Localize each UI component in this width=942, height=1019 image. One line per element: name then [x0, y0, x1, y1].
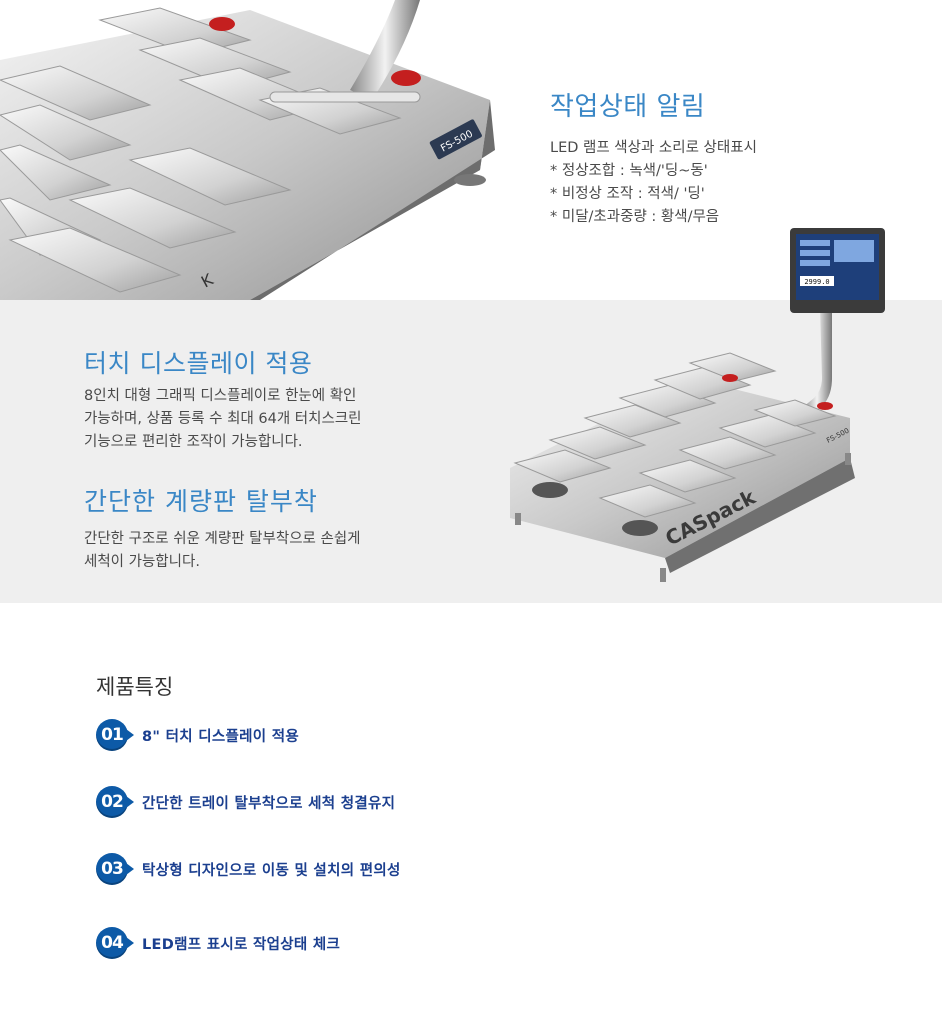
- feature-label: LED램프 표시로 작업상태 체크: [142, 936, 341, 953]
- led-desc-line: * 미달/초과중량 : 황색/무음: [550, 209, 720, 225]
- number-badge-icon: 02: [96, 786, 134, 818]
- number-badge-icon: 03: [96, 853, 134, 885]
- feature-label: 탁상형 디자인으로 이동 및 설치의 편의성: [142, 862, 401, 879]
- tray-desc-line: 세척이 가능합니다.: [84, 554, 200, 570]
- led-section-description: LED 램프 색상과 소리로 상태표시 * 정상조합 : 녹색/'딩~동' * …: [550, 137, 880, 229]
- number-badge-icon: 01: [96, 719, 134, 751]
- feature-item: 03 탁상형 디자인으로 이동 및 설치의 편의성: [96, 853, 401, 885]
- multihead-scale-closeup-image: FS-500 K: [0, 0, 495, 300]
- tray-desc-line: 간단한 구조로 쉬운 계량판 탈부착으로 손쉽게: [84, 531, 361, 547]
- touch-section-title: 터치 디스플레이 적용: [84, 349, 313, 378]
- multihead-scale-product-image: 2999.0 CASpack FS-500: [510, 228, 885, 582]
- led-section-title: 작업상태 알림: [550, 92, 706, 122]
- features-title: 제품특징: [96, 675, 174, 699]
- tray-section-description: 간단한 구조로 쉬운 계량판 탈부착으로 손쉽게 세척이 가능합니다.: [84, 528, 464, 574]
- display-readout-text: 2999.0: [804, 278, 829, 286]
- number-badge-icon: 04: [96, 927, 134, 959]
- led-desc-line: * 정상조합 : 녹색/'딩~동': [550, 163, 708, 179]
- led-desc-line: LED 램프 색상과 소리로 상태표시: [550, 140, 757, 156]
- feature-label: 8" 터치 디스플레이 적용: [142, 728, 300, 745]
- touch-section-description: 8인치 대형 그래픽 디스플레이로 한눈에 확인 가능하며, 상품 등록 수 최…: [84, 385, 464, 454]
- feature-item: 01 8" 터치 디스플레이 적용: [96, 719, 299, 751]
- tray-section-title: 간단한 계량판 탈부착: [84, 487, 318, 516]
- feature-item: 02 간단한 트레이 탈부착으로 세척 청결유지: [96, 786, 395, 818]
- touch-desc-line: 8인치 대형 그래픽 디스플레이로 한눈에 확인: [84, 388, 357, 404]
- feature-label: 간단한 트레이 탈부착으로 세척 청결유지: [142, 795, 396, 812]
- touch-desc-line: 기능으로 편리한 조작이 가능합니다.: [84, 434, 303, 450]
- touch-desc-line: 가능하며, 상품 등록 수 최대 64개 터치스크린: [84, 411, 362, 427]
- led-desc-line: * 비정상 조작 : 적색/ '딩': [550, 186, 705, 202]
- feature-item: 04 LED램프 표시로 작업상태 체크: [96, 927, 340, 959]
